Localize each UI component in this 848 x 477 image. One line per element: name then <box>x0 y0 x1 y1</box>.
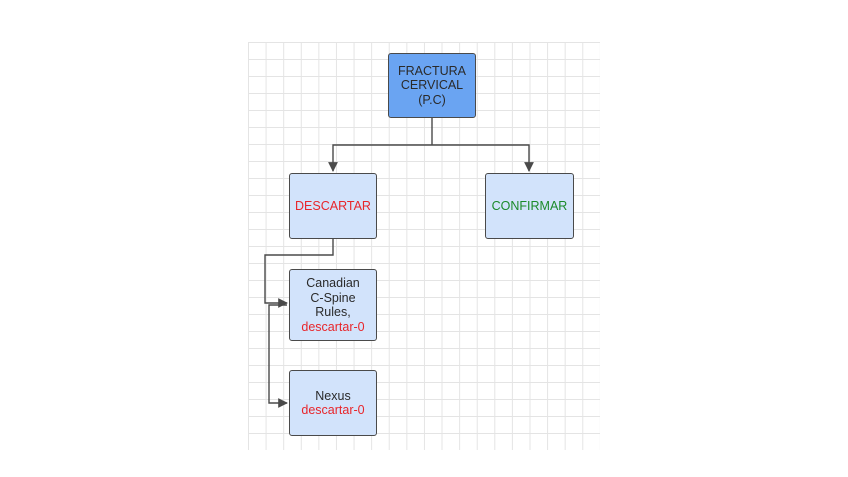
node-nexus-line1: Nexus <box>315 388 351 403</box>
node-canadian-c-spine-rules[interactable]: Canadian C-Spine Rules, descartar-0 <box>289 269 377 341</box>
node-confirmar-label: CONFIRMAR <box>491 198 568 213</box>
node-nexus-line2: descartar-0 <box>301 403 365 417</box>
node-confirmar[interactable]: CONFIRMAR <box>485 173 574 239</box>
connector-root-descartar <box>328 144 432 172</box>
node-canadian-line1: Canadian <box>306 276 360 290</box>
connector-root-confirmar <box>432 144 534 172</box>
node-canadian-line2: C-Spine <box>310 290 356 305</box>
node-canadian-line4: descartar-0 <box>301 319 365 334</box>
node-nexus[interactable]: Nexus descartar-0 <box>289 370 377 436</box>
connector-descartar-nexus <box>268 304 288 408</box>
node-fractura-cervical[interactable]: FRACTURA CERVICAL (P.C) <box>388 53 476 118</box>
node-descartar[interactable]: DESCARTAR <box>289 173 377 239</box>
node-fractura-cervical-line2: CERVICAL <box>400 78 464 93</box>
node-fractura-cervical-line3: (P.C) <box>418 92 446 107</box>
connector-descartar-canadian <box>264 239 334 308</box>
node-descartar-label: DESCARTAR <box>295 198 371 213</box>
node-canadian-line3: Rules, <box>315 305 351 319</box>
node-fractura-cervical-line1: FRACTURA <box>397 63 467 78</box>
